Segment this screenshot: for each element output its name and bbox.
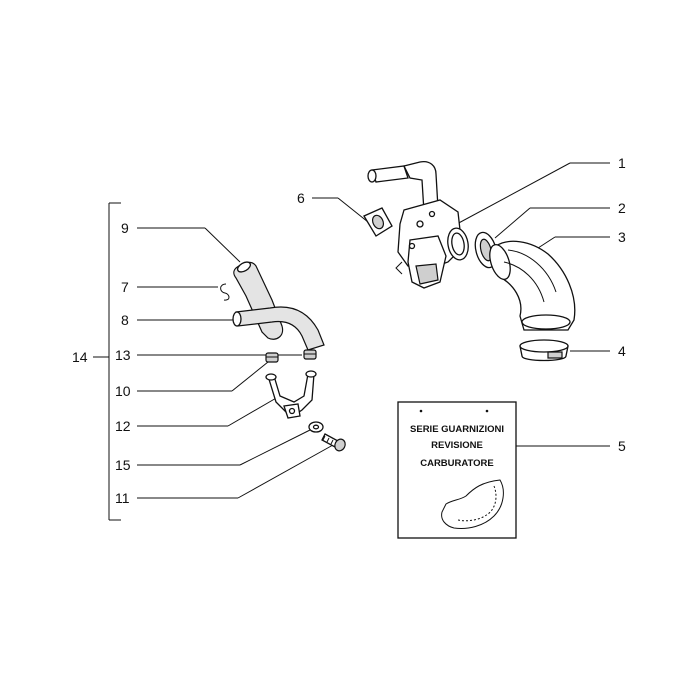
leader-6 [337, 197, 369, 223]
hose-part-8 [232, 306, 325, 351]
callout-3: 3 [618, 229, 626, 245]
callout-15: 15 [115, 457, 131, 473]
leader-11 [237, 444, 334, 499]
gasket-part-6 [363, 207, 393, 237]
callout-10: 10 [115, 383, 131, 399]
bolt-part-11 [321, 433, 346, 452]
callout-2: 2 [618, 200, 626, 216]
leader-15 [239, 429, 311, 466]
clip-part-7 [220, 283, 230, 301]
elbow-part-3 [489, 240, 576, 331]
gasket-sketch-inner [457, 485, 497, 522]
callout-12: 12 [115, 418, 131, 434]
clips-part-13 [265, 349, 317, 363]
kit-label-line-1: SERIE GUARNIZIONI [410, 424, 504, 435]
pin-hole-left [419, 409, 423, 413]
gasket-kit-package: SERIE GUARNIZIONI REVISIONE CARBURATORE [397, 401, 517, 539]
callout-13: 13 [115, 347, 131, 363]
clamp-part-4 [519, 339, 569, 362]
gasket-sketch [441, 479, 504, 529]
leader-lines [93, 162, 610, 521]
carburetor-body [367, 160, 469, 289]
leader-9 [204, 227, 241, 263]
callout-6: 6 [297, 190, 305, 206]
callout-numbers: 1 2 3 4 5 6 7 8 9 10 11 12 13 14 15 [72, 155, 626, 506]
callout-8: 8 [121, 312, 129, 328]
callout-7: 7 [121, 279, 129, 295]
callout-11: 11 [115, 490, 130, 506]
callout-5: 5 [618, 438, 626, 454]
hose-part-9 [233, 261, 284, 340]
leader-12 [227, 396, 279, 427]
callout-14: 14 [72, 349, 88, 365]
fitting-part-12 [265, 370, 317, 419]
kit-label-line-3: CARBURATORE [420, 458, 494, 469]
pin-hole-right [485, 409, 489, 413]
leader-1 [454, 162, 571, 226]
washer-part-15 [308, 421, 324, 433]
callout-9: 9 [121, 220, 129, 236]
leader-2 [494, 207, 531, 239]
callout-4: 4 [618, 343, 626, 359]
leader-10 [231, 361, 269, 392]
callout-1: 1 [618, 155, 626, 171]
kit-label-line-2: REVISIONE [431, 440, 483, 451]
